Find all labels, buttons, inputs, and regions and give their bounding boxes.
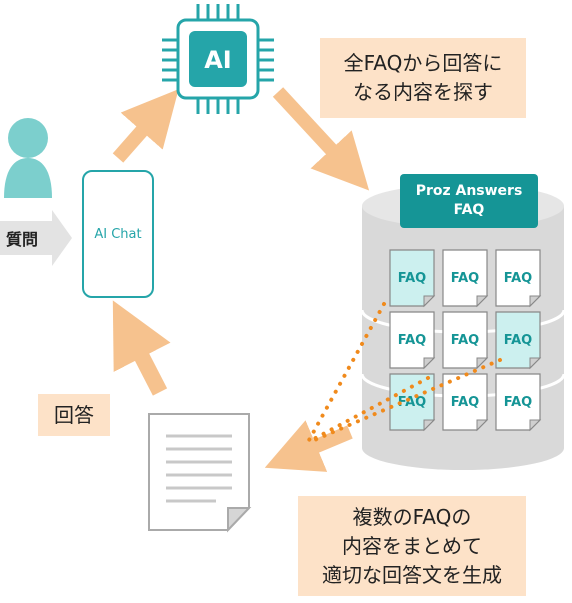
user-icon: [4, 118, 52, 198]
faq-grid: FAQ FAQ FAQ FAQ FAQ FAQ FAQ FAQ FAQ: [389, 249, 542, 432]
faq-document-label: FAQ: [504, 271, 533, 286]
selection-dots: [306, 302, 502, 444]
generate-callout: 複数のFAQの 内容をまとめて 適切な回答文を生成: [298, 496, 526, 596]
database-title-line1: Proz Answers: [415, 183, 523, 200]
faq-document-label: FAQ: [398, 333, 427, 348]
question-label: 質問: [6, 230, 39, 249]
faq-document-icon: FAQ: [389, 373, 436, 432]
faq-document-icon: FAQ: [495, 249, 542, 308]
arrow-answer-to-chat: [112, 300, 171, 396]
faq-document-icon: FAQ: [442, 373, 489, 432]
answer-document-icon: [148, 413, 252, 533]
answer-callout: 回答: [38, 394, 110, 436]
faq-document-icon: FAQ: [389, 249, 436, 308]
search-callout: 全FAQから回答に なる内容を探す: [320, 38, 526, 118]
faq-document-label: FAQ: [451, 395, 480, 410]
ai-chip-icon: [162, 4, 274, 114]
faq-document-icon: FAQ: [495, 311, 542, 370]
faq-document-label: FAQ: [504, 333, 533, 348]
arrow-chat-to-ai: [112, 89, 179, 163]
faq-document-label: FAQ: [398, 395, 427, 410]
arrow-db-to-document: [264, 420, 353, 472]
faq-document-label: FAQ: [451, 333, 480, 348]
faq-document-label: FAQ: [504, 395, 533, 410]
database-title-line2: FAQ: [453, 202, 485, 218]
faq-document-icon: FAQ: [495, 373, 542, 432]
ai-chat-box: AI Chat: [82, 170, 154, 298]
faq-document-icon: FAQ: [389, 311, 436, 370]
faq-document-icon: FAQ: [442, 249, 489, 308]
faq-document-label: FAQ: [451, 271, 480, 286]
database-banner: Proz Answers FAQ: [400, 174, 538, 228]
faq-document-label: FAQ: [398, 271, 427, 286]
question-arrow: [0, 210, 72, 266]
arrow-ai-to-db: [272, 87, 370, 191]
ai-chip-label: AI: [204, 46, 232, 74]
faq-document-icon: FAQ: [442, 311, 489, 370]
ai-chat-label: AI Chat: [94, 226, 142, 242]
